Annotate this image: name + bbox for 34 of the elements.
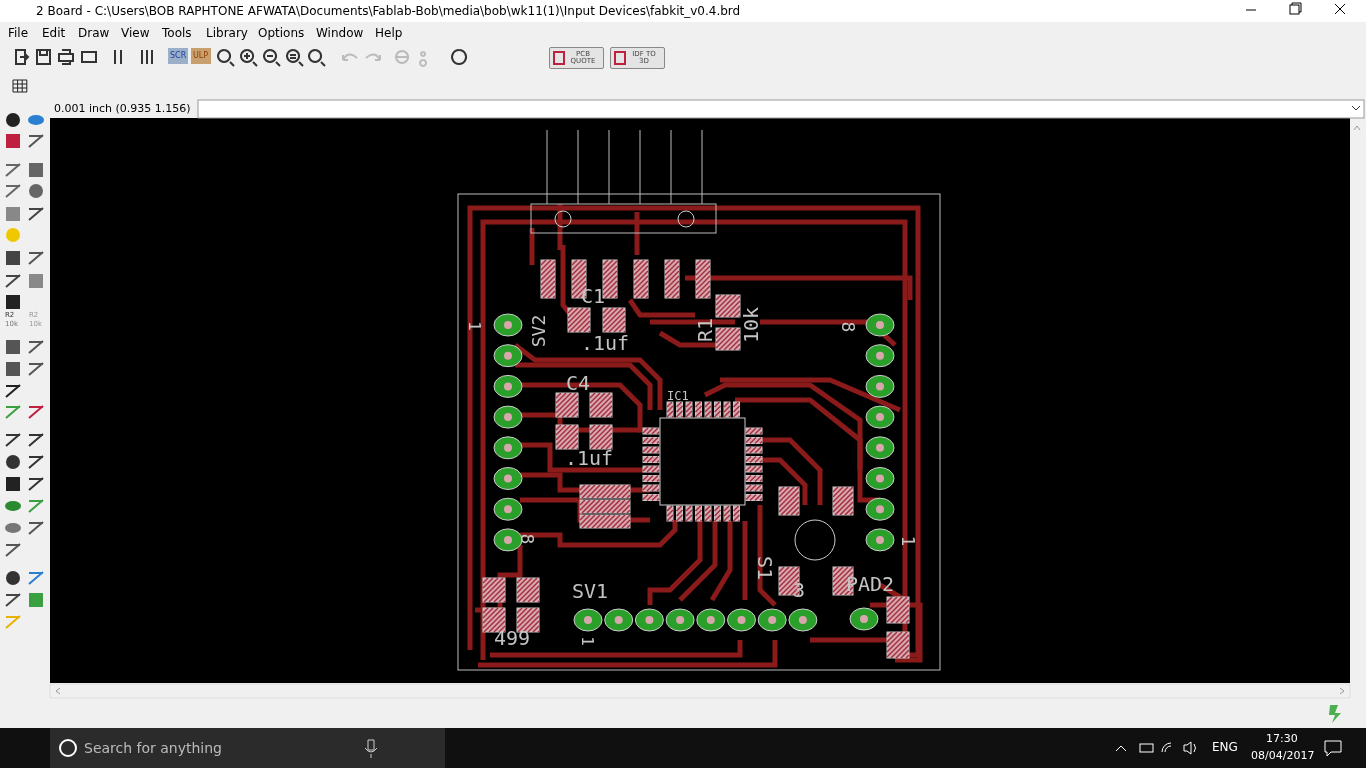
pin-number: 1 bbox=[578, 636, 595, 646]
menu-item: Help bbox=[375, 27, 403, 39]
clock-time: 17:30 bbox=[1266, 733, 1298, 744]
part-label: C4 bbox=[566, 373, 591, 393]
value-label: 499 bbox=[494, 628, 531, 648]
menu-item: Edit bbox=[42, 27, 66, 39]
menu-item: Tools bbox=[162, 27, 192, 39]
part-label: SV1 bbox=[572, 581, 609, 601]
pin-number: 8 bbox=[518, 533, 537, 545]
pin-number: 8 bbox=[839, 321, 858, 333]
part-label: R1 bbox=[695, 317, 716, 343]
clock-date: 08/04/2017 bbox=[1251, 750, 1315, 761]
value-label: 10k bbox=[741, 306, 762, 344]
icon-text: SCR bbox=[170, 52, 187, 60]
icon-text: ULP bbox=[193, 52, 209, 60]
part-label: IC1 bbox=[667, 390, 689, 402]
menu-item: Window bbox=[316, 27, 364, 39]
menu-item: File bbox=[8, 27, 29, 39]
pin-number: 1 bbox=[465, 321, 482, 331]
part-label: S1 bbox=[755, 555, 776, 581]
coordinate-display: 0.001 inch (0.935 1.156) bbox=[54, 103, 191, 114]
value-label: .1uf bbox=[565, 448, 614, 468]
window-title: 2 Board - C:\Users\BOB RAPHTONE AFWATA\Documents\Fablab-Bob\media\bob\wk11(1)\Input Devices\fabkit_v0.4.brd bbox=[36, 5, 741, 17]
language-indicator: ENG bbox=[1212, 741, 1238, 753]
menu-item: View bbox=[121, 27, 150, 39]
search-placeholder: Search for anything bbox=[84, 741, 222, 755]
part-label: SV2 bbox=[530, 314, 549, 348]
part-label: C1 bbox=[581, 286, 606, 306]
pin-number: 1 bbox=[899, 535, 918, 547]
menu-item: Library bbox=[206, 27, 248, 39]
value-label: .1uf bbox=[581, 333, 630, 353]
pin-number: 3 bbox=[793, 580, 806, 600]
menu-item: Options bbox=[258, 27, 305, 39]
menu-item: Draw bbox=[78, 27, 110, 39]
